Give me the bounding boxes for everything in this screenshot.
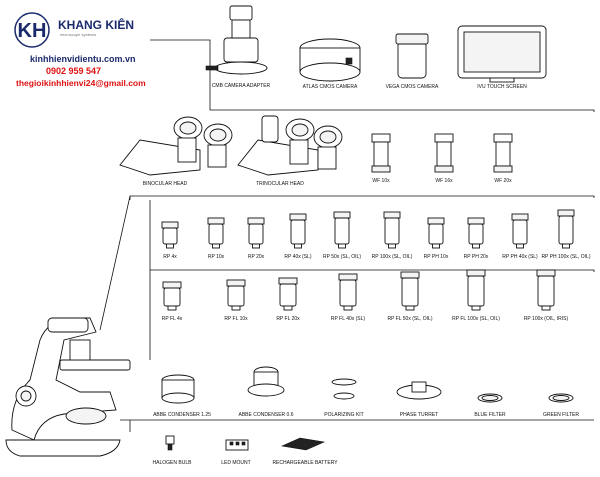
- objective-row2-4[interactable]: RP FL 50x (SL, OIL): [387, 271, 433, 322]
- objective-row2-1[interactable]: RP FL 10x: [224, 279, 248, 322]
- objective-row2-3-label: RP FL 40x (SL): [331, 316, 366, 322]
- objective-row1-7-label: RP PH 20x: [464, 254, 489, 260]
- binocular-head[interactable]: BINOCULAR HEAD: [119, 116, 233, 187]
- polarizing-kit[interactable]: POLARIZING KIT: [324, 378, 364, 418]
- eyepiece-wf-20x-label: WF 20x: [494, 178, 512, 184]
- objective-row2-5[interactable]: RP FL 100x (SL, OIL): [452, 269, 500, 322]
- brand-name: KHANG KIÊN: [58, 18, 135, 32]
- condenser-row: ABBE CONDENSER 1.25 ABBE CONDENSER 0.6 P…: [153, 366, 579, 418]
- objective-row2-0[interactable]: RP FL 4x: [162, 281, 183, 322]
- phase-turret[interactable]: PHASE TURRET: [396, 381, 442, 418]
- vega-cmos-camera-label: VEGA CMOS CAMERA: [386, 84, 439, 90]
- objective-row1-8-label: RP PH 40x (SL): [502, 254, 538, 260]
- objective-row1-9[interactable]: RP PH 100x (SL, OIL): [541, 209, 591, 260]
- halogen-bulb-label: HALOGEN BULB: [153, 460, 193, 466]
- connector-lines: [99, 39, 595, 432]
- halogen-bulb[interactable]: HALOGEN BULB: [153, 435, 193, 466]
- abbe-condenser-125[interactable]: ABBE CONDENSER 1.25: [153, 374, 211, 418]
- objectives-row-1: RP 4x RP 10x RP 20x RP 40x (SL) RP 50x (SL, …: [161, 209, 591, 260]
- objective-row1-2[interactable]: RP 20x: [247, 217, 265, 260]
- objective-row1-0[interactable]: RP 4x: [161, 221, 179, 260]
- illumination-row: HALOGEN BULB LED MOUNT RECHARGEABLE BATT…: [153, 435, 338, 466]
- ivu-touch-screen-label: IVU TOUCH SCREEN: [477, 84, 527, 90]
- email-text: thegioikinhhienvi24@gmail.com: [16, 78, 146, 88]
- phase-turret-label: PHASE TURRET: [400, 412, 439, 418]
- eyepiece-wf-10x-label: WF 10x: [372, 178, 390, 184]
- vega-cmos-camera[interactable]: VEGA CMOS CAMERA: [386, 33, 439, 90]
- trinocular-head-label: TRINOCULAR HEAD: [256, 181, 304, 187]
- objective-row1-4-label: RP 50x (SL, OIL): [323, 254, 361, 260]
- objective-row2-1-label: RP FL 10x: [224, 316, 248, 322]
- objective-row2-2-label: RP FL 20x: [276, 316, 300, 322]
- objective-row2-6[interactable]: RP 100x (OIL, IRIS): [524, 269, 569, 322]
- cmb-camera-adapter[interactable]: CMB CAMERA ADAPTER: [205, 5, 271, 89]
- logo-mark: KH: [8, 10, 56, 50]
- objective-row1-1-label: RP 10x: [208, 254, 225, 260]
- objective-row2-2[interactable]: RP FL 20x: [276, 277, 300, 322]
- blue-filter[interactable]: BLUE FILTER: [474, 393, 506, 418]
- abbe-condenser-125-label: ABBE CONDENSER 1.25: [153, 412, 211, 418]
- objective-row1-5-label: RP 100x (SL, OIL): [372, 254, 413, 260]
- eyepiece-wf-20x[interactable]: WF 20x: [493, 133, 513, 184]
- objective-row1-5[interactable]: RP 100x (SL, OIL): [372, 211, 413, 260]
- objective-row1-3[interactable]: RP 40x (SL): [284, 213, 312, 260]
- trinocular-head[interactable]: TRINOCULAR HEAD: [237, 115, 343, 187]
- objective-row2-5-label: RP FL 100x (SL, OIL): [452, 316, 500, 322]
- objective-row1-2-label: RP 20x: [248, 254, 265, 260]
- abbe-condenser-06-label: ABBE CONDENSER 0.6: [238, 412, 293, 418]
- green-filter[interactable]: GREEN FILTER: [543, 393, 579, 418]
- rechargeable-battery[interactable]: RECHARGEABLE BATTERY: [272, 437, 338, 466]
- objective-row1-0-label: RP 4x: [163, 254, 177, 260]
- eyepiece-wf-10x[interactable]: WF 10x: [371, 133, 391, 184]
- objective-row2-6-label: RP 100x (OIL, IRIS): [524, 316, 569, 322]
- objective-row1-6[interactable]: RP PH 10x: [424, 217, 449, 260]
- objectives-row-2: RP FL 4x RP FL 10x RP FL 20x RP FL 40x (SL)…: [162, 269, 569, 322]
- cmb-camera-adapter-label: CMB CAMERA ADAPTER: [212, 83, 271, 89]
- eyepiece-wf-16x-label: WF 16x: [435, 178, 453, 184]
- objective-row1-4[interactable]: RP 50x (SL, OIL): [323, 211, 361, 260]
- rechargeable-battery-label: RECHARGEABLE BATTERY: [272, 460, 338, 466]
- brand-tagline: microscope systems: [60, 32, 97, 37]
- green-filter-label: GREEN FILTER: [543, 412, 579, 418]
- logo-letters: KH: [18, 20, 47, 42]
- blue-filter-label: BLUE FILTER: [474, 412, 506, 418]
- objective-row1-9-label: RP PH 100x (SL, OIL): [541, 254, 590, 260]
- objective-row2-4-label: RP FL 50x (SL, OIL): [387, 316, 432, 322]
- atlas-cmos-camera-label: ATLAS CMOS CAMERA: [303, 84, 358, 90]
- eyepiece-wf-16x[interactable]: WF 16x: [434, 133, 454, 184]
- led-mount[interactable]: LED MOUNT: [221, 439, 251, 466]
- polarizing-kit-label: POLARIZING KIT: [324, 412, 363, 418]
- microscope-stand[interactable]: [5, 317, 131, 457]
- abbe-condenser-06[interactable]: ABBE CONDENSER 0.6: [238, 366, 294, 418]
- objective-row1-1[interactable]: RP 10x: [207, 217, 225, 260]
- objective-row2-3[interactable]: RP FL 40x (SL): [331, 273, 366, 322]
- objective-row1-3-label: RP 40x (SL): [284, 254, 311, 260]
- camera-row: CMB CAMERA ADAPTER ATLAS CMOS CAMERA VEG…: [205, 5, 547, 90]
- objective-row1-7[interactable]: RP PH 20x: [464, 217, 489, 260]
- objective-row1-8[interactable]: RP PH 40x (SL): [502, 213, 538, 260]
- ivu-touch-screen[interactable]: IVU TOUCH SCREEN: [457, 25, 547, 90]
- objective-row1-6-label: RP PH 10x: [424, 254, 449, 260]
- website-text: kinhhienvidientu.com.vn: [30, 54, 136, 64]
- binocular-head-label: BINOCULAR HEAD: [143, 181, 188, 187]
- objective-row2-0-label: RP FL 4x: [162, 316, 183, 322]
- atlas-cmos-camera[interactable]: ATLAS CMOS CAMERA: [299, 38, 361, 90]
- led-mount-label: LED MOUNT: [221, 460, 250, 466]
- phone-text: 0902 959 547: [46, 66, 102, 76]
- head-row: BINOCULAR HEAD TRINOCULAR HEAD WF 10x WF…: [119, 115, 513, 187]
